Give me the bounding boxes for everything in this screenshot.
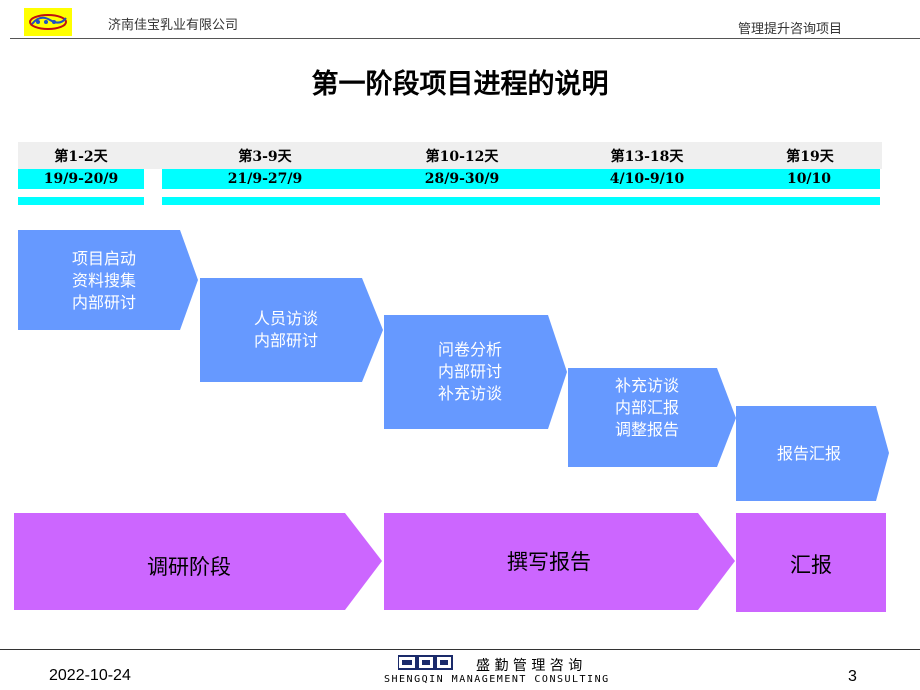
- step-1-text: 项目启动 资料搜集 内部研讨: [18, 248, 190, 314]
- timeline-dates-3: 28/9-30/9: [424, 171, 500, 187]
- step-4-line-2: 内部汇报: [614, 398, 679, 417]
- phase-3-label: 汇报: [790, 553, 832, 577]
- step-2-text: 人员访谈 内部研讨: [200, 308, 372, 352]
- phase-arrow-2: [384, 513, 735, 610]
- company-name: 济南佳宝乳业有限公司: [108, 18, 239, 33]
- company-logo: [24, 8, 72, 36]
- timeline-dates-band-left: [18, 169, 144, 189]
- step-3-line-2: 内部研讨: [437, 362, 502, 381]
- step-2-line-2: 内部研讨: [253, 331, 318, 350]
- step-1-line-3: 内部研讨: [71, 293, 136, 312]
- project-name: 管理提升咨询项目: [738, 22, 843, 37]
- consulting-logo-icon: [397, 655, 454, 671]
- timeline-dates-2: 21/9-27/9: [227, 171, 303, 187]
- timeline-days-2: 第3-9天: [238, 148, 292, 165]
- step-arrow-3: [384, 315, 567, 429]
- footer-divider: [0, 649, 920, 650]
- timeline-days-band: [18, 142, 882, 169]
- step-1-line-1: 项目启动: [71, 249, 136, 268]
- step-5-text: 报告汇报: [736, 443, 882, 465]
- step-3-line-3: 补充访谈: [437, 384, 502, 403]
- header-divider: [10, 38, 920, 39]
- step-1-line-2: 资料搜集: [71, 271, 136, 290]
- phase-box-3: [736, 513, 886, 612]
- timeline-dates-band-right: [162, 169, 880, 189]
- timeline-days-4: 第13-18天: [610, 148, 684, 165]
- step-4-line-3: 调整报告: [614, 420, 679, 439]
- step-2-line-1: 人员访谈: [253, 309, 318, 328]
- step-arrow-5: [736, 406, 889, 501]
- timeline-dates-1: 19/9-20/9: [43, 171, 119, 187]
- phase-arrow-1: [14, 513, 382, 610]
- page-title: 第一阶段项目进程的说明: [311, 69, 609, 100]
- timeline-days-5: 第19天: [786, 148, 834, 165]
- step-arrow-4: [568, 368, 736, 467]
- timeline-strip-left: [18, 197, 144, 205]
- timeline-days-3: 第10-12天: [425, 148, 499, 165]
- step-4-line-1: 补充访谈: [614, 376, 679, 395]
- timeline-dates-4: 4/10-9/10: [609, 171, 685, 187]
- timeline-dates-5: 10/10: [786, 171, 832, 187]
- step-arrow-2: [200, 278, 383, 382]
- step-arrow-1: [18, 230, 198, 330]
- step-4-text: 补充访谈 内部汇报 调整报告: [568, 375, 726, 441]
- page-number: 3: [848, 668, 857, 685]
- timeline-strip-right: [162, 197, 880, 205]
- consulting-name-cn: 盛 勤 管 理 咨 询: [476, 658, 583, 674]
- phase-1-label: 调研阶段: [147, 555, 231, 579]
- step-3-line-1: 问卷分析: [437, 340, 502, 359]
- consulting-name-en: SHENGQIN MANAGEMENT CONSULTING: [384, 674, 610, 685]
- step-5-line-1: 报告汇报: [776, 444, 841, 463]
- footer-date: 2022-10-24: [49, 667, 131, 684]
- step-3-text: 问卷分析 内部研讨 补充访谈: [384, 339, 556, 405]
- phase-2-label: 撰写报告: [507, 550, 591, 574]
- timeline-days-1: 第1-2天: [54, 148, 108, 165]
